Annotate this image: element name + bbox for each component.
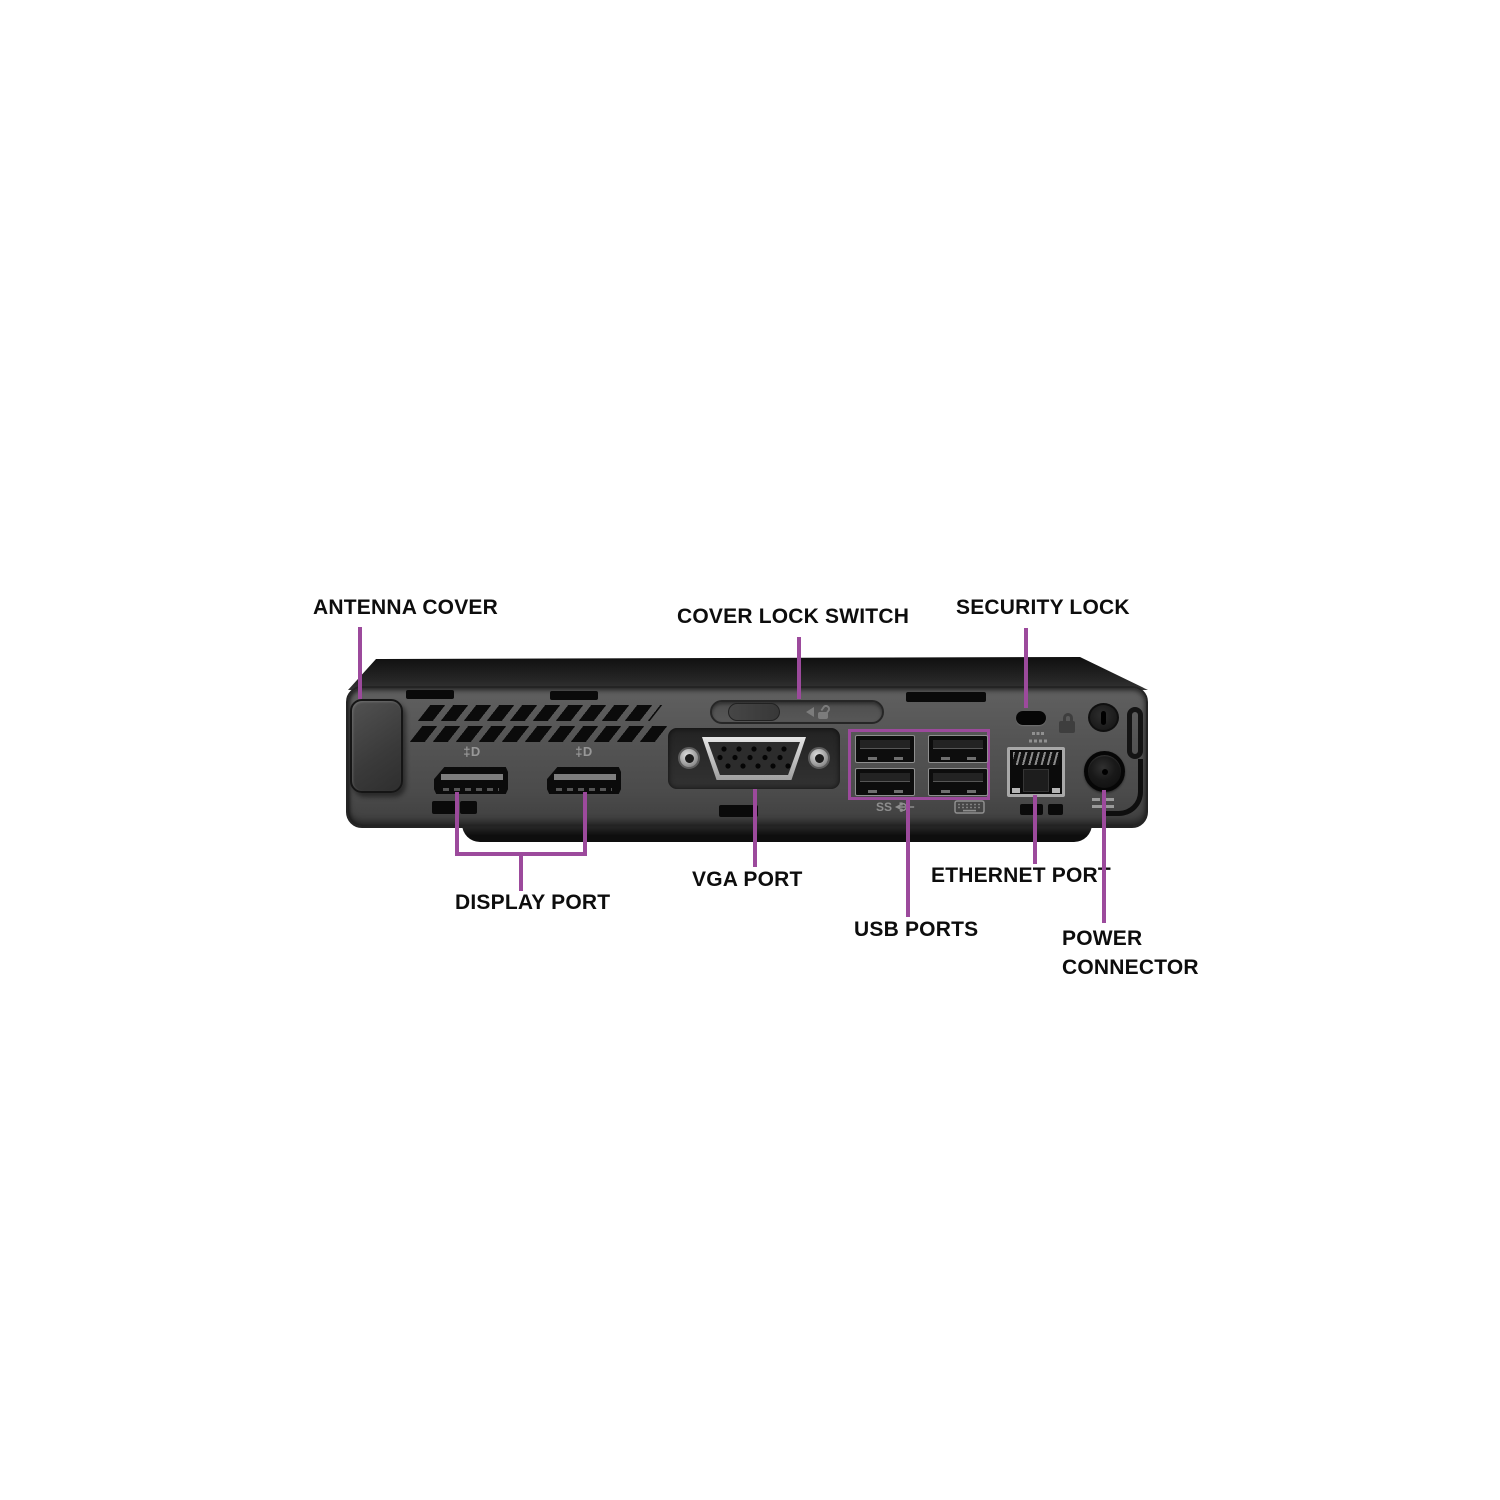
device-rear-panel: ‡D ‡D	[346, 686, 1148, 828]
leader-line-vga	[753, 789, 757, 867]
leader-line-antenna-cover	[358, 627, 362, 699]
keyhole-slot	[1101, 710, 1106, 725]
vga-screw-post	[808, 747, 830, 769]
displayport-tongue	[440, 774, 503, 781]
usb-contact	[941, 790, 950, 793]
displayport-logo: ‡D	[463, 744, 481, 759]
chassis-slot	[719, 805, 758, 817]
usb-tongue	[860, 773, 910, 782]
screw-hole	[814, 753, 824, 763]
leader-line-ethernet	[1033, 795, 1037, 864]
chassis-slot	[460, 801, 477, 814]
usb-ports-highlight-box	[848, 729, 990, 800]
usb-contact	[894, 790, 903, 793]
antenna-cover	[350, 699, 403, 793]
network-icon	[1026, 730, 1050, 745]
power-pin	[1101, 768, 1108, 775]
usb-trident-icon	[894, 802, 915, 812]
ethernet-pins	[1013, 752, 1059, 765]
usb-contact	[941, 757, 950, 760]
leader-line-usb	[906, 798, 910, 917]
chassis-slot	[406, 690, 454, 699]
leader-stem-displayport	[519, 854, 523, 891]
unlock-icon	[806, 703, 832, 719]
keyhole	[1088, 703, 1119, 732]
chassis-slot	[1048, 804, 1063, 815]
open-padlock-icon	[818, 703, 832, 719]
leader-line-displayport-1	[455, 792, 459, 854]
displayport-port-1	[434, 767, 508, 794]
label-vga-port: VGA PORT	[692, 868, 803, 891]
usb-port-3	[855, 768, 915, 796]
vent-grille-row	[417, 705, 663, 721]
displayport-tongue	[553, 774, 616, 781]
leader-line-security-lock	[1024, 628, 1028, 708]
usb-tongue	[933, 740, 983, 749]
power-connector	[1084, 751, 1125, 792]
vent-grille-row	[409, 726, 669, 742]
label-power-connector: POWER CONNECTOR	[1062, 927, 1199, 979]
leader-line-cover-lock-switch	[797, 637, 801, 699]
label-usb-ports: USB PORTS	[854, 918, 979, 941]
chassis-slot	[550, 691, 598, 700]
usb-port-4	[928, 768, 988, 796]
vga-screw-post	[678, 747, 700, 769]
ss-usb-icon: SS	[876, 799, 916, 815]
usb-contact	[868, 790, 877, 793]
panel-seam	[1105, 759, 1143, 816]
usb-tongue	[933, 773, 983, 782]
device-top-surface	[348, 657, 1148, 690]
ethernet-tab	[1023, 769, 1049, 792]
ethernet-port	[1007, 747, 1065, 797]
displayport-port-2	[547, 767, 621, 794]
usb-port-2	[928, 735, 988, 763]
chassis-slot	[1020, 804, 1043, 815]
usb-tongue	[860, 740, 910, 749]
padlock-icon	[1059, 713, 1077, 734]
vga-pin-field	[708, 742, 800, 775]
displayport-pins	[442, 787, 500, 791]
vga-connector	[702, 737, 806, 780]
usb-contact	[967, 757, 976, 760]
keyboard-icon	[953, 799, 987, 815]
leader-line-power	[1102, 790, 1106, 923]
vga-recess-panel	[668, 728, 840, 789]
usb-contact	[894, 757, 903, 760]
leader-line-displayport-2	[583, 792, 587, 854]
screw-hole	[684, 753, 694, 763]
displayport-logo: ‡D	[575, 744, 593, 759]
cover-lock-slider[interactable]	[728, 703, 780, 721]
chassis-slot	[906, 692, 986, 702]
cable-clip-bracket	[1127, 707, 1143, 759]
cover-lock-switch[interactable]	[710, 700, 884, 724]
security-lock-slot	[1016, 711, 1046, 725]
ethernet-latch	[1052, 788, 1060, 793]
label-ethernet-port: ETHERNET PORT	[931, 864, 1111, 887]
label-antenna-cover: ANTENNA COVER	[313, 596, 498, 619]
vga-pins	[717, 746, 791, 769]
arrow-left-icon	[806, 707, 814, 717]
displayport-pins	[555, 787, 613, 791]
chassis-slot	[432, 801, 456, 814]
usb-contact	[967, 790, 976, 793]
usb-contact	[868, 757, 877, 760]
label-security-lock: SECURITY LOCK	[956, 596, 1130, 619]
ss-usb-text: SS	[876, 800, 893, 814]
usb-port-1	[855, 735, 915, 763]
ethernet-latch	[1012, 788, 1020, 793]
label-cover-lock-switch: COVER LOCK SWITCH	[677, 605, 910, 628]
label-display-port: DISPLAY PORT	[455, 891, 611, 914]
